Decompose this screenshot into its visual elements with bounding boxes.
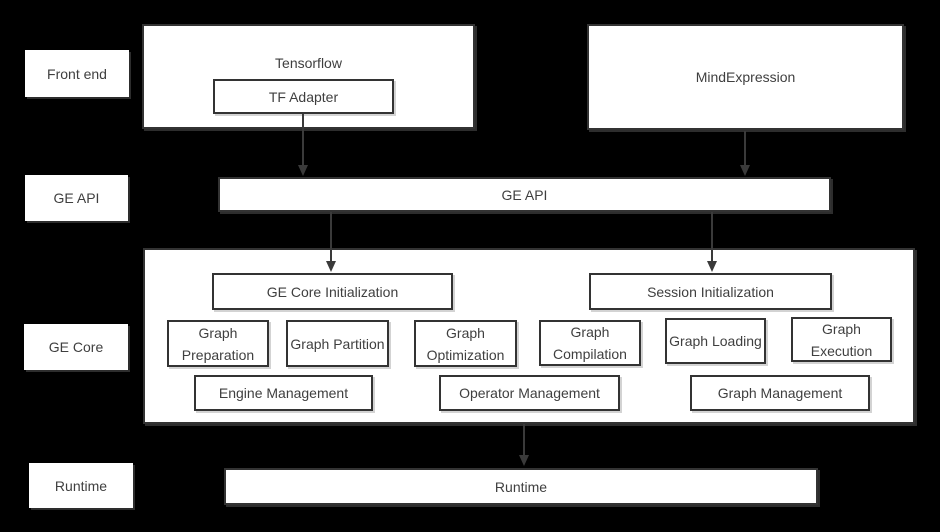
ge-core-initialization-box: GE Core Initialization [212,273,453,310]
stage-graph-partition-box: Graph Partition [286,320,389,367]
arrow-ge-api-to-session-initialization [706,212,718,272]
stage-graph-execution-box: Graph Execution [791,317,892,362]
operator-management-box: Operator Management [439,375,620,411]
engine-management-box: Engine Management [194,375,373,411]
stage-graph-preparation-box: Graph Preparation [167,320,269,367]
arrow-ge-core-to-runtime [518,424,530,466]
graph-management-box: Graph Management [690,375,870,411]
stage-graph-optimization-box: Graph Optimization [414,320,517,367]
ge-api-bar: GE API [218,177,831,212]
layer-label-ge-core: GE Core [24,324,128,370]
layer-label-front-end: Front end [25,50,129,97]
runtime-bar: Runtime [224,468,818,505]
layer-label-ge-api: GE API [25,175,128,221]
stage-graph-compilation-box: Graph Compilation [539,320,641,366]
arrow-mindexpression-to-ge-api [739,131,751,176]
arrow-ge-api-to-ge-core-initialization [325,212,337,272]
session-initialization-box: Session Initialization [589,273,832,310]
arrow-tf-adapter-to-ge-api [297,114,309,176]
mindexpression-box: MindExpression [587,24,904,130]
tf-adapter-box: TF Adapter [213,79,394,114]
layer-label-runtime: Runtime [29,463,133,508]
stage-graph-loading-box: Graph Loading [665,318,766,364]
tensorflow-title: Tensorflow [275,55,342,71]
